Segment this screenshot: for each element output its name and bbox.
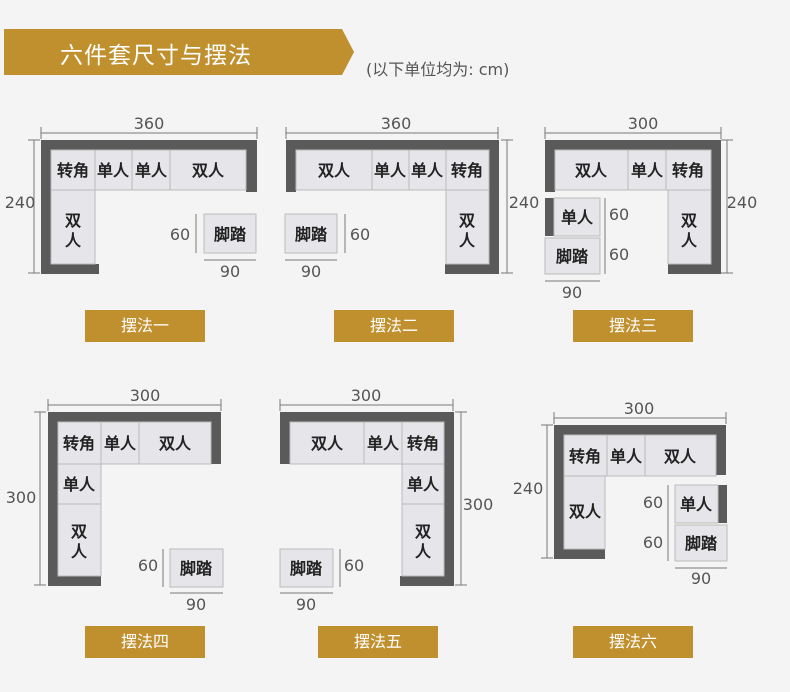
double-seat-vertical: 双人 <box>459 211 476 250</box>
double-seat-vertical: 双人 <box>569 502 602 521</box>
layout-3: 300 240 双人 单人 转角 双人 单人 脚踏 60 60 90 <box>544 114 758 302</box>
ottoman-h: 60 <box>170 225 190 244</box>
layout-6: 300 240 转角 单人 双人 双人 单人 脚踏 60 60 90 <box>513 399 728 588</box>
single-seat: 单人 <box>135 161 168 180</box>
corner-seat: 转角 <box>57 161 89 180</box>
layout-1: 360 240 转角 单人 单人 双人 双人 脚踏 60 90 <box>5 114 258 281</box>
layout-6-button[interactable]: 摆法六 <box>573 626 693 658</box>
height-label: 300 <box>6 488 37 507</box>
section-title-banner: 六件套尺寸与摆法 <box>4 29 354 75</box>
single-seat: 单人 <box>610 447 643 466</box>
single-seat: 单人 <box>63 475 96 494</box>
double-seat-vertical: 双人 <box>681 211 698 250</box>
layout-4-button[interactable]: 摆法四 <box>85 626 205 658</box>
width-label: 300 <box>628 114 659 133</box>
ottoman: 脚踏 <box>295 225 328 244</box>
section-title: 六件套尺寸与摆法 <box>60 43 252 69</box>
width-label: 360 <box>381 114 412 133</box>
single-seat: 单人 <box>411 161 444 180</box>
double-seat: 双人 <box>318 161 351 180</box>
layout-5-button[interactable]: 摆法五 <box>318 626 438 658</box>
ottoman-h: 60 <box>344 556 364 575</box>
height-label: 240 <box>727 193 758 212</box>
ottoman-w: 90 <box>301 262 321 281</box>
ottoman-w: 90 <box>296 595 316 614</box>
ottoman-w: 90 <box>562 283 582 302</box>
width-label: 300 <box>351 386 382 405</box>
ottoman: 脚踏 <box>180 559 213 578</box>
layout-4: 300 300 转角 单人 双人 单人 双人 脚踏 60 90 <box>6 386 224 614</box>
layout-2-button[interactable]: 摆法二 <box>334 310 454 342</box>
ottoman: 脚踏 <box>290 559 323 578</box>
single-seat: 单人 <box>561 208 594 227</box>
ottoman-h: 60 <box>609 245 629 264</box>
corner-seat: 转角 <box>407 434 439 453</box>
single-seat: 单人 <box>407 475 440 494</box>
ottoman: 脚踏 <box>214 225 247 244</box>
ottoman-w: 90 <box>691 569 711 588</box>
layout-2: 360 240 双人 单人 单人 转角 双人 脚踏 60 90 <box>284 114 540 281</box>
width-label: 300 <box>130 386 161 405</box>
single-h: 60 <box>609 205 629 224</box>
height-label: 300 <box>463 495 494 514</box>
ottoman-w: 90 <box>220 262 240 281</box>
double-seat-vertical: 双人 <box>71 522 88 561</box>
ottoman-h: 60 <box>643 533 663 552</box>
width-label: 360 <box>134 114 165 133</box>
double-seat-vertical: 双人 <box>415 522 432 561</box>
double-seat-vertical: 双人 <box>65 211 82 250</box>
ottoman: 脚踏 <box>685 534 718 553</box>
single-h: 60 <box>643 493 663 512</box>
corner-seat: 转角 <box>63 434 95 453</box>
layout-5: 300 300 双人 单人 转角 单人 双人 脚踏 60 90 <box>279 386 494 614</box>
unit-note: (以下单位均为: cm) <box>366 60 510 79</box>
single-seat: 单人 <box>104 434 137 453</box>
ottoman: 脚踏 <box>556 247 589 266</box>
height-label: 240 <box>5 193 36 212</box>
double-seat: 双人 <box>311 434 344 453</box>
width-label: 300 <box>624 399 655 418</box>
layout-1-button[interactable]: 摆法一 <box>85 310 205 342</box>
height-label: 240 <box>509 193 540 212</box>
single-seat: 单人 <box>97 161 130 180</box>
layout-3-button[interactable]: 摆法三 <box>573 310 693 342</box>
single-seat: 单人 <box>631 161 664 180</box>
double-seat: 双人 <box>664 447 697 466</box>
corner-seat: 转角 <box>672 161 704 180</box>
double-seat: 双人 <box>575 161 608 180</box>
double-seat: 双人 <box>159 434 192 453</box>
ottoman-h: 60 <box>350 225 370 244</box>
single-seat: 单人 <box>680 495 713 514</box>
single-seat: 单人 <box>374 161 407 180</box>
corner-seat: 转角 <box>569 447 601 466</box>
ottoman-h: 60 <box>138 556 158 575</box>
ottoman-w: 90 <box>186 595 206 614</box>
corner-seat: 转角 <box>451 161 483 180</box>
double-seat: 双人 <box>192 161 225 180</box>
single-seat: 单人 <box>367 434 400 453</box>
height-label: 240 <box>513 479 544 498</box>
